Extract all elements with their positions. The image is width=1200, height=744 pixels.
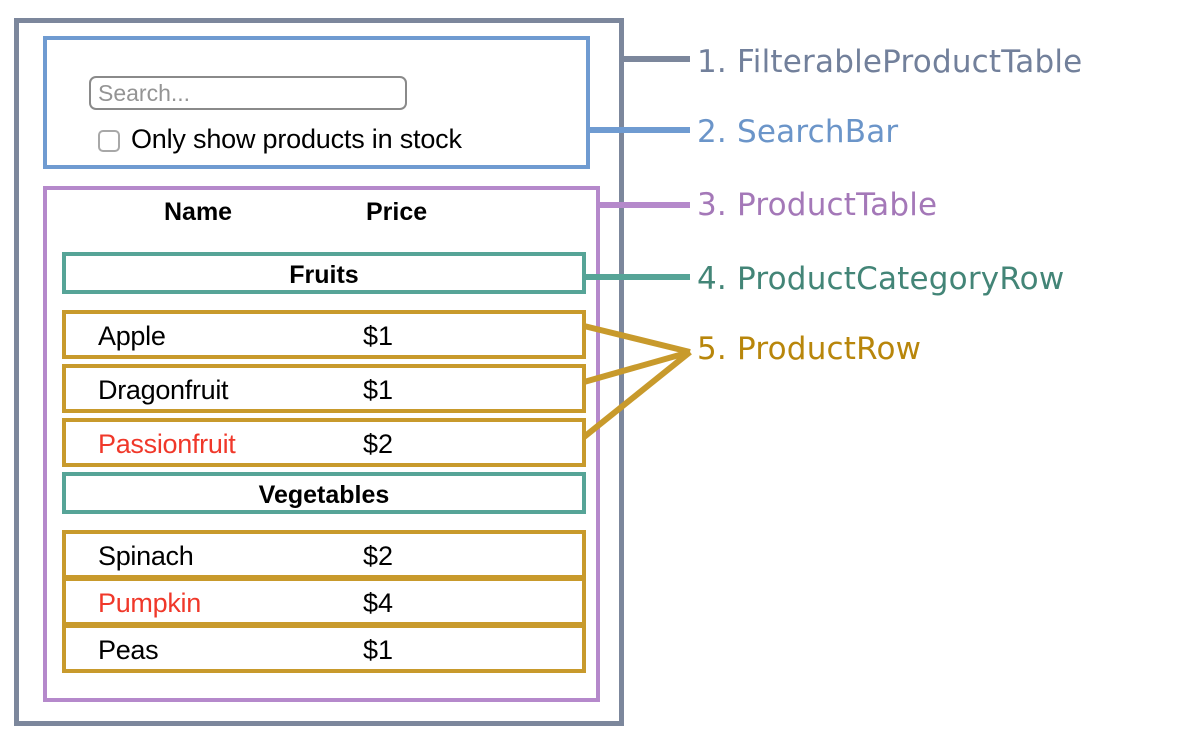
product-price: $1 [363, 635, 394, 665]
legend-item-search-bar: 2. SearchBar [697, 114, 899, 150]
product-category-row: Fruits [62, 252, 586, 294]
product-price: $4 [363, 588, 394, 618]
product-table-box [43, 186, 600, 702]
product-name: Apple [98, 321, 166, 351]
table-header-row: Name Price [66, 198, 586, 242]
product-row: Spinach $2 [62, 530, 586, 579]
product-name: Spinach [98, 541, 194, 571]
legend-item-product-row: 5. ProductRow [697, 331, 922, 367]
product-category-label: Vegetables [258, 481, 390, 509]
product-name: Peas [98, 635, 159, 665]
product-name: Pumpkin [98, 588, 201, 618]
product-price: $2 [363, 429, 394, 459]
product-name: Passionfruit [98, 429, 236, 459]
product-row: Dragonfruit $1 [62, 364, 586, 413]
product-row: Apple $1 [62, 310, 586, 359]
product-row: Peas $1 [62, 624, 586, 673]
product-category-row: Vegetables [62, 472, 586, 514]
product-row: Pumpkin $4 [62, 577, 586, 626]
product-price: $1 [363, 375, 394, 405]
column-header-price: Price [366, 198, 428, 226]
legend-item-product-category-row: 4. ProductCategoryRow [697, 261, 1065, 297]
only-in-stock-label: Only show products in stock [131, 124, 462, 154]
product-price: $1 [363, 321, 394, 351]
only-in-stock-checkbox[interactable] [98, 130, 120, 152]
search-input[interactable] [89, 76, 407, 110]
product-price: $2 [363, 541, 394, 571]
legend-item-product-table: 3. ProductTable [697, 187, 938, 223]
product-name: Dragonfruit [98, 375, 229, 405]
product-row: Passionfruit $2 [62, 418, 586, 467]
legend-item-filterable-product-table: 1. FilterableProductTable [697, 44, 1083, 80]
search-bar-box [43, 36, 590, 169]
column-header-name: Name [164, 198, 233, 226]
product-category-label: Fruits [289, 261, 359, 289]
